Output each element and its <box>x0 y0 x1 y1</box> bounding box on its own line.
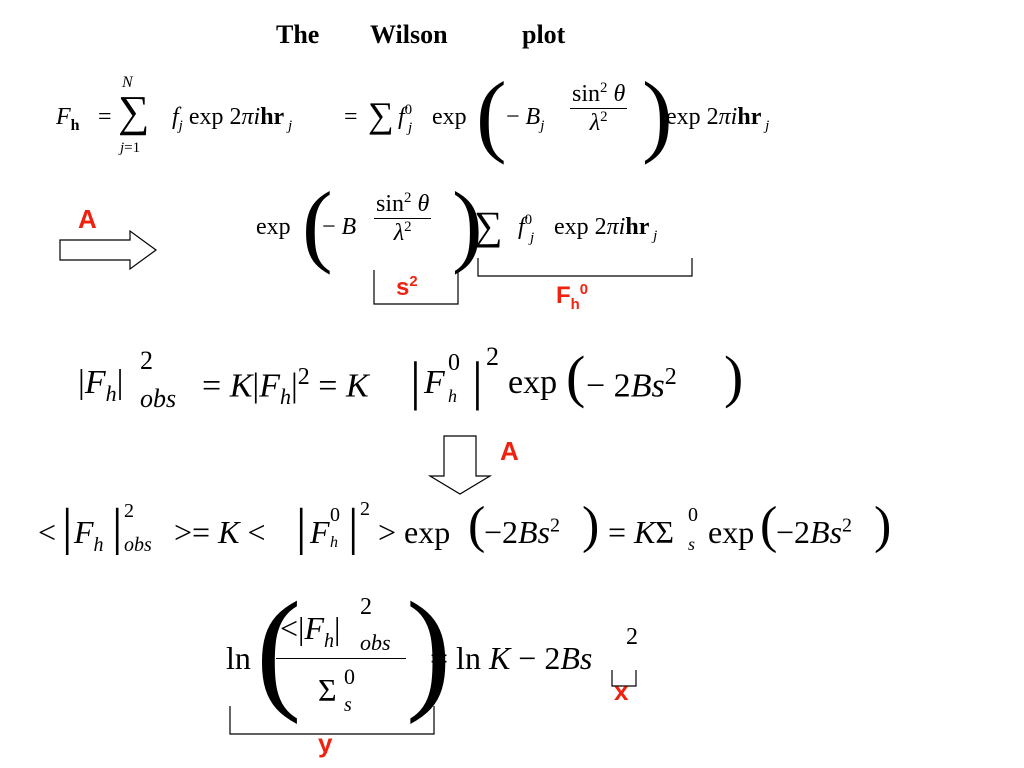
label-a-bottom: A <box>500 436 519 466</box>
label-a-top: A <box>78 204 97 234</box>
bracket-fh0 <box>477 258 693 277</box>
bracket-s2 <box>373 270 459 305</box>
average-intensity-equation: < | Fh | 2 obs >= K < | F 0 h | 2 > exp … <box>38 497 892 556</box>
right-arrow-icon <box>59 229 158 271</box>
title-word-wilson: Wilson <box>370 20 448 49</box>
title-word-the: The <box>276 20 320 49</box>
label-fh0: Fh0 <box>556 282 589 313</box>
label-s-squared: s2 <box>396 274 418 301</box>
bracket-y <box>229 706 435 735</box>
label-x: x <box>614 676 629 706</box>
down-arrow-icon <box>427 435 493 495</box>
structure-factor-equation: Fh = N ∑ j=1 fj exp 2πihr j = ∑ f0 j exp… <box>56 63 770 165</box>
intensity-equation: |Fh| 2 obs = K|Fh|2 = K | F 0 h | 2 exp … <box>78 342 744 413</box>
bracket-x <box>611 670 637 687</box>
title-word-plot: plot <box>522 20 566 49</box>
label-y: y <box>318 728 333 758</box>
linearized-wilson-equation: ln ( <|Fh| 2 obs Σ 0 s ) = ln K − 2Bs 2 <box>226 575 638 725</box>
